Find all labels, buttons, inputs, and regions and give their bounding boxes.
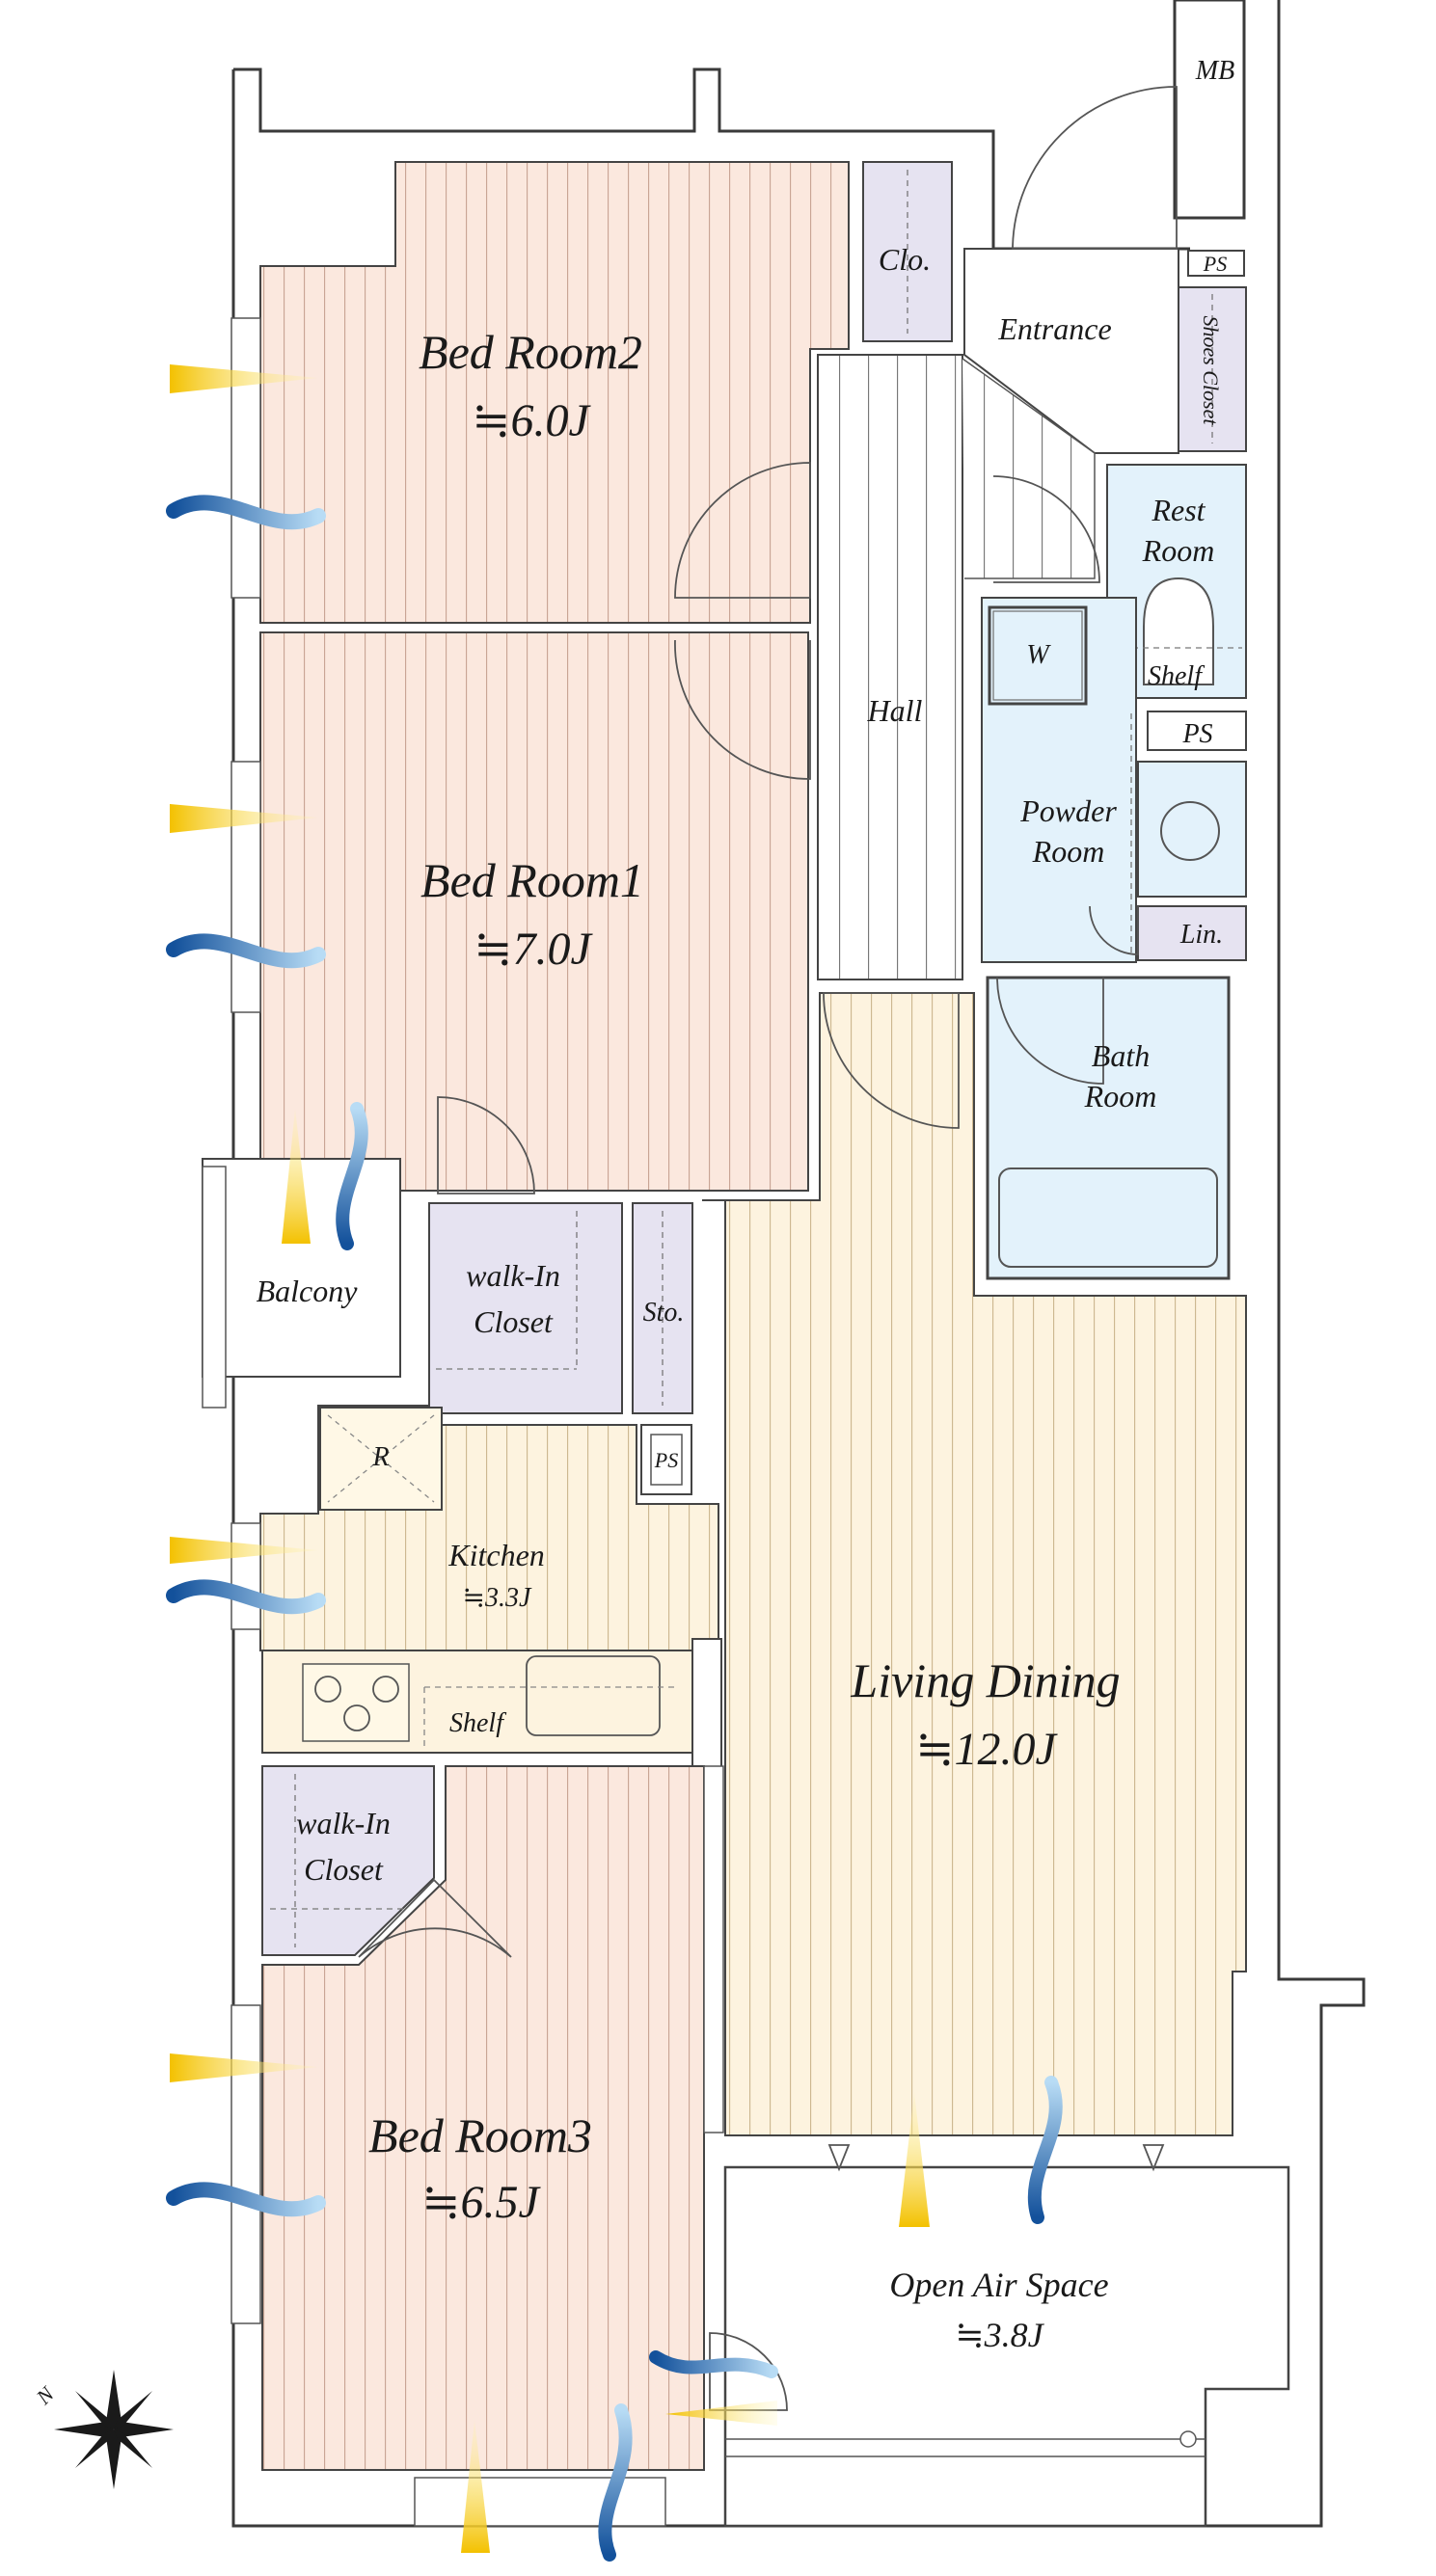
entrance-label: Entrance [997, 311, 1111, 346]
living-dining-area: ≒12.0J [915, 1724, 1058, 1775]
walkin-closet-lower-line1: walk-In [296, 1806, 391, 1840]
compass-north-label: N [31, 2381, 60, 2410]
open-air-name: Open Air Space [889, 2266, 1108, 2304]
hall-label: Hall [867, 693, 923, 728]
ps-mid-box [1147, 711, 1247, 751]
linen-label: Lin. [1179, 920, 1223, 950]
walkin-closet-lower-line2: Closet [304, 1852, 384, 1887]
bedroom1-area: ≒7.0J [474, 924, 593, 975]
ps-small-label: PS [654, 1448, 678, 1472]
bedroom2-name: Bed Room2 [419, 325, 642, 379]
bedroom1-name: Bed Room1 [420, 853, 644, 907]
clo-label: Clo. [879, 242, 931, 277]
powder-room-line1: Powder [1019, 793, 1117, 828]
ps-top-label: PS [1203, 252, 1227, 276]
wind-arrows [166, 495, 1063, 2562]
restroom-line2: Room [1142, 533, 1215, 568]
shelf-kitchen-label: Shelf [449, 1708, 506, 1738]
kitchen-area: ≒3.3J [463, 1583, 532, 1613]
linen-closet [1137, 905, 1247, 961]
doors [358, 86, 1178, 2411]
bathroom-line2: Room [1084, 1079, 1157, 1114]
walkin-closet-upper [428, 1202, 623, 1414]
balcony-label: Balcony [257, 1274, 359, 1308]
walkin-closet-upper-line2: Closet [474, 1304, 554, 1339]
walkin-closet-upper-line1: walk-In [466, 1258, 560, 1293]
bedroom2-area: ≒6.0J [472, 395, 591, 446]
bedroom3-name: Bed Room3 [368, 2108, 592, 2162]
ps-mid-label: PS [1181, 719, 1212, 749]
refrigerator-label: R [371, 1442, 389, 1472]
mb-label: MB [1195, 56, 1234, 86]
shoes-closet-label: Shoes Closet [1199, 315, 1223, 425]
bedroom3-area: ≒6.5J [421, 2177, 541, 2228]
hall-floor [817, 354, 963, 980]
compass-icon [54, 2370, 174, 2489]
storage-label: Sto. [643, 1298, 685, 1328]
bedroom2-floor [259, 161, 850, 624]
living-dining-name: Living Dining [850, 1653, 1120, 1707]
ps-top-box [1187, 250, 1245, 277]
kitchen-name: Kitchen [447, 1538, 545, 1572]
open-air-area: ≒3.8J [955, 2316, 1044, 2354]
living-dining-floor [702, 992, 1247, 2136]
shelf-rest-label: Shelf [1148, 661, 1205, 691]
restroom-line1: Rest [1151, 493, 1206, 527]
bedroom1-floor [259, 631, 809, 1192]
washer-label: W [1026, 640, 1051, 670]
walkin-closet-lower [261, 1765, 435, 1956]
bathroom-line1: Bath [1092, 1038, 1150, 1073]
windows [230, 317, 666, 2527]
open-air-space [723, 2165, 1290, 2528]
sunlight-arrows [170, 364, 930, 2553]
powder-room-line2: Room [1032, 834, 1105, 869]
